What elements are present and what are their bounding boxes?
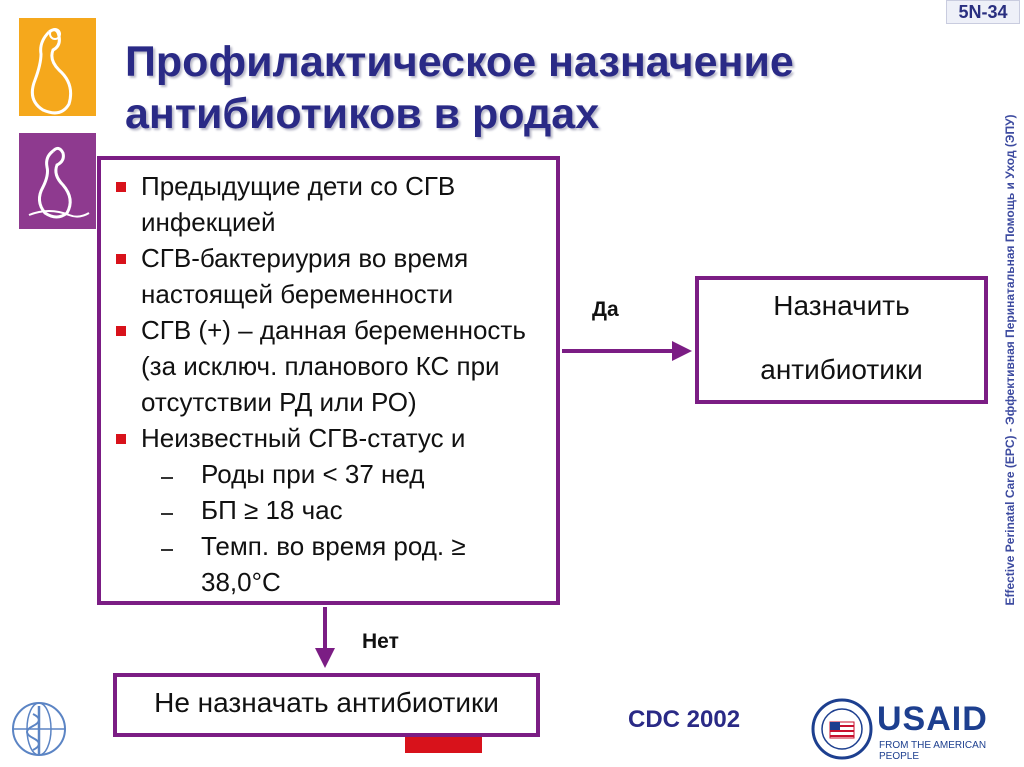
no-label: Нет (362, 630, 399, 653)
criteria-line: инфекцией (141, 207, 276, 237)
bullet-icon (116, 326, 126, 336)
criteria-line: (за исключ. планового КС при (141, 351, 500, 381)
bullet-icon (116, 182, 126, 192)
yes-label: Да (592, 298, 619, 321)
source-label: CDC 2002 (628, 706, 741, 733)
prescribe-line-1: Назначить (773, 290, 910, 321)
dash-icon (161, 513, 173, 515)
criteria-line: Неизвестный СГВ-статус и (141, 423, 466, 453)
no-arrow (315, 607, 335, 668)
title-line-1: Профилактическое назначение (125, 38, 794, 86)
mother-icon (28, 146, 90, 219)
bullet-icon (116, 254, 126, 264)
criteria-subline: 38,0°С (201, 567, 281, 597)
dash-icon (161, 549, 173, 551)
no-prescribe-box: Не назначать антибиотики (113, 673, 540, 737)
criteria-subline: Роды при < 37 нед (201, 459, 425, 489)
page-title: Профилактическое назначение антибиотиков… (125, 36, 925, 140)
side-caption: Effective Perinatal Care (EPC) - Эффекти… (1003, 114, 1020, 605)
side-caption-text: Effective Perinatal Care (EPC) - Эффекти… (1003, 114, 1017, 606)
criteria-subline: Темп. во время род. ≥ (201, 531, 466, 561)
slide-number: 5N-34 (946, 0, 1020, 24)
no-prescribe-text: Не назначать антибиотики (154, 687, 499, 718)
pear-icon (30, 28, 73, 115)
dash-icon (161, 477, 173, 479)
criteria-line: СГВ-бактериурия во время (141, 243, 469, 273)
criteria-line: Предыдущие дети со СГВ (141, 171, 456, 201)
usaid-logo: USAID (877, 700, 988, 738)
usaid-tagline: FROM THE AMERICAN PEOPLE (879, 740, 987, 762)
criteria-line: настоящей беременности (141, 279, 454, 309)
prescribe-line-2: антибиотики (760, 354, 923, 385)
yes-arrow (562, 341, 692, 361)
who-emblem (6, 696, 72, 762)
usaid-seal (811, 698, 873, 760)
prescribe-box: Назначить антибиотики (695, 276, 988, 404)
criteria-line: СГВ (+) – данная беременность (141, 315, 526, 345)
who-logo-icon (12, 702, 66, 756)
seal-icon (811, 698, 873, 760)
pregnant-woman-logo-orange (19, 18, 96, 116)
criteria-subline: БП ≥ 18 час (201, 495, 343, 525)
title-line-2: антибиотиков в родах (125, 90, 600, 138)
bullet-icon (116, 434, 126, 444)
red-bar (405, 737, 482, 753)
criteria-box: Предыдущие дети со СГВ инфекцией СГВ-бак… (97, 156, 560, 605)
pregnant-woman-logo-purple (19, 133, 96, 229)
criteria-line: отсутствии РД или РО) (141, 387, 417, 417)
